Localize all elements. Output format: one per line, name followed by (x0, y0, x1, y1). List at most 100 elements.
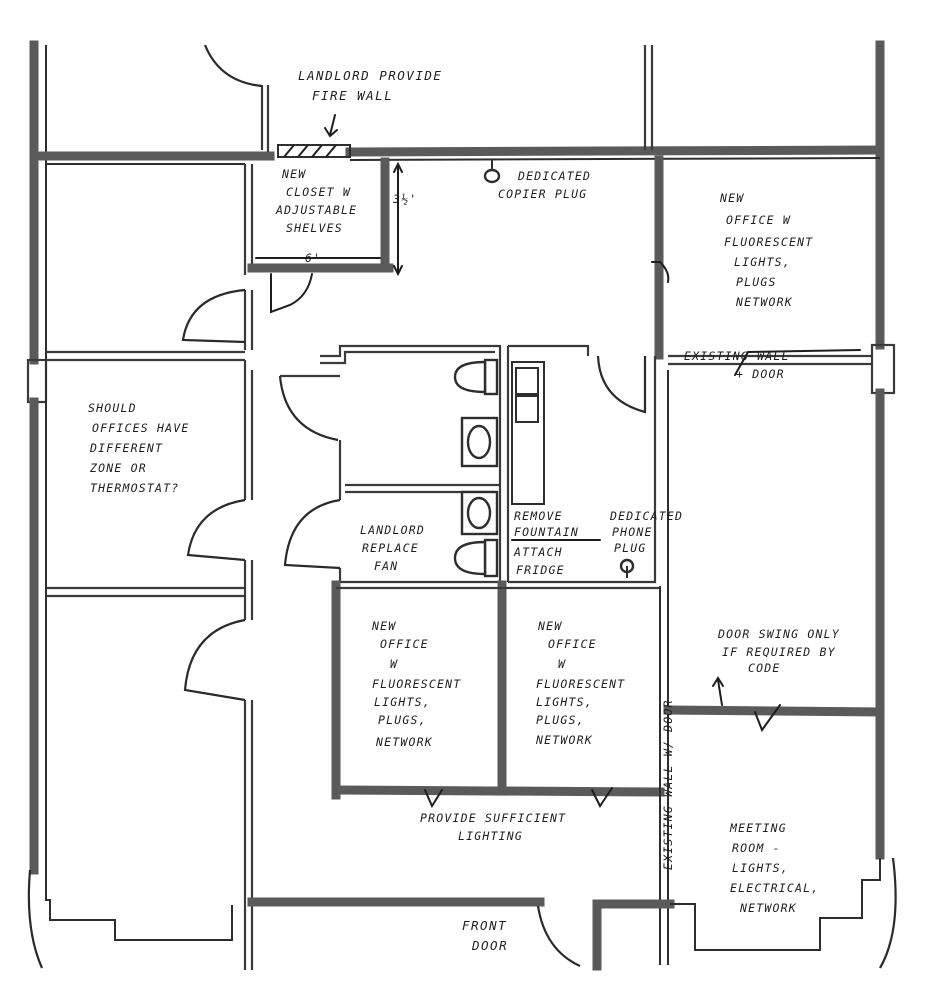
note-line: OFFICE (548, 637, 597, 651)
note-line: ZONE OR (89, 461, 147, 475)
check-mark-icon (591, 787, 613, 808)
note-line: DIFFERENT (89, 441, 163, 455)
note-fridge: ATTACH FRIDGE (513, 545, 571, 577)
note-line: NETWORK (739, 901, 797, 915)
south-walls (27, 857, 897, 971)
note-line: NEW (281, 167, 306, 181)
plug-circle (483, 168, 501, 184)
note-line: CLOSET W (286, 185, 351, 199)
note-line: LIGHTS, (734, 255, 791, 269)
note-line: PROVIDE SUFFICIENT (420, 811, 566, 825)
note-meeting-room: MEETING ROOM - LIGHTS, ELECTRICAL, NETWO… (729, 821, 828, 915)
note-office-ne: NEW OFFICE W FLUORESCENT LIGHTS, PLUGS N… (719, 191, 822, 309)
note-line: NEW (371, 619, 396, 633)
note-line: ATTACH (513, 545, 563, 559)
note-line: FRIDGE (516, 563, 565, 577)
note-line: NETWORK (735, 295, 793, 309)
door-west-3 (183, 618, 246, 702)
door-west-2 (186, 498, 246, 562)
sink-icon (466, 424, 492, 460)
note-line: OFFICES HAVE (92, 421, 189, 435)
note-line: FLUORESCENT (724, 235, 813, 249)
note-line: REMOVE (514, 509, 563, 523)
counter (511, 361, 545, 505)
toilet-tank (483, 358, 499, 396)
note-fountain: REMOVE FOUNTAIN (514, 509, 579, 539)
center-offices (331, 580, 665, 809)
note-landlord-fan: LANDLORD REPLACE FAN (360, 523, 433, 573)
kitchen-outline (508, 344, 657, 584)
column-east (870, 343, 896, 395)
note-line: ROOM - (732, 841, 781, 855)
note-line: DEDICATED (517, 169, 591, 183)
note-line: OFFICE W (726, 213, 791, 227)
door-swing-arrow-icon (712, 676, 724, 706)
note-closet: NEW CLOSET W ADJUSTABLE SHELVES (275, 167, 365, 235)
note-line: MEETING (729, 821, 787, 835)
note-line: DOOR SWING ONLY (717, 627, 840, 641)
check-mark-icon (424, 789, 443, 809)
check-mark-icon (734, 349, 861, 376)
hatch-line (283, 144, 295, 158)
note-line: EXISTING WALL (684, 349, 790, 363)
note-line: DEDICATED (609, 509, 683, 523)
note-line: FLUORESCENT (536, 677, 625, 691)
note-door-swing: DOOR SWING ONLY IF REQUIRED BY CODE (717, 627, 848, 675)
note-line: NEW (537, 619, 562, 633)
note-line: CODE (748, 661, 781, 675)
note-line: LIGHTS, (732, 861, 789, 875)
wall-se-curve (879, 857, 897, 969)
note-existing-wall-vertical: EXISTING WALL W/ DOOR (661, 699, 675, 870)
note-line: SHELVES (286, 221, 343, 235)
note-line: FLUORESCENT (372, 677, 461, 691)
note-line: LIGHTS, (374, 695, 431, 709)
note-thermostat: SHOULD OFFICES HAVE DIFFERENT ZONE OR TH… (88, 401, 198, 495)
note-line: NETWORK (535, 733, 593, 747)
wall-south-west-step (45, 870, 233, 941)
dim-arrows-icon (393, 161, 403, 277)
note-line: THERMOSTAT? (90, 481, 179, 495)
note-line: REPLACE (362, 541, 419, 555)
note-line: FOUNTAIN (514, 525, 579, 539)
exterior-walls (26, 40, 896, 875)
note-line: DOOR (471, 938, 508, 953)
toilet-icon (453, 540, 487, 576)
note-line: FRONT (462, 918, 507, 933)
annotations: LANDLORD PROVIDE FIRE WALL NEW CLOSET W … (88, 68, 848, 953)
door-upper-swing (203, 44, 263, 88)
note-line: NETWORK (375, 735, 433, 749)
note-line: LIGHTS, (536, 695, 593, 709)
fire-wall-segment (277, 144, 351, 158)
kitchen-door (596, 355, 647, 414)
note-line: PLUGS, (378, 713, 427, 727)
note-line: SHOULD (88, 401, 137, 415)
closet (243, 157, 403, 314)
note-line: FIRE WALL (312, 88, 393, 103)
check-mark-icon (754, 704, 781, 733)
appliance-icon (515, 395, 539, 423)
note-line: PLUGS, (536, 713, 585, 727)
note-line: NEW (719, 191, 744, 205)
fire-wall-hatch (277, 114, 351, 158)
wall-north-east-inner (349, 157, 881, 161)
note-line: PLUGS (736, 275, 777, 289)
note-office-center-left: NEW OFFICE W FLUORESCENT LIGHTS, PLUGS, … (371, 619, 470, 749)
note-line: + DOOR (736, 367, 785, 381)
note-lighting: PROVIDE SUFFICIENT LIGHTING (420, 811, 574, 843)
check-mark-icon (651, 261, 670, 283)
closet-dim-height: 3½' (392, 192, 417, 206)
note-line: LIGHTING (458, 829, 523, 843)
fire-wall-arrow-icon (324, 114, 338, 138)
toilet-tank (483, 538, 499, 578)
note-line: W (558, 657, 566, 671)
closet-door-swing (270, 273, 313, 314)
wall-south-east-step (670, 858, 881, 951)
note-line: ADJUSTABLE (275, 203, 357, 217)
restroom-door-1 (278, 375, 339, 442)
note-line: ELECTRICAL, (730, 881, 819, 895)
toilet-icon (453, 360, 487, 394)
copier-plug-icon (483, 160, 501, 184)
hatch-line (297, 144, 309, 158)
office-northeast (651, 155, 872, 376)
note-line: IF REQUIRED BY (722, 645, 836, 659)
